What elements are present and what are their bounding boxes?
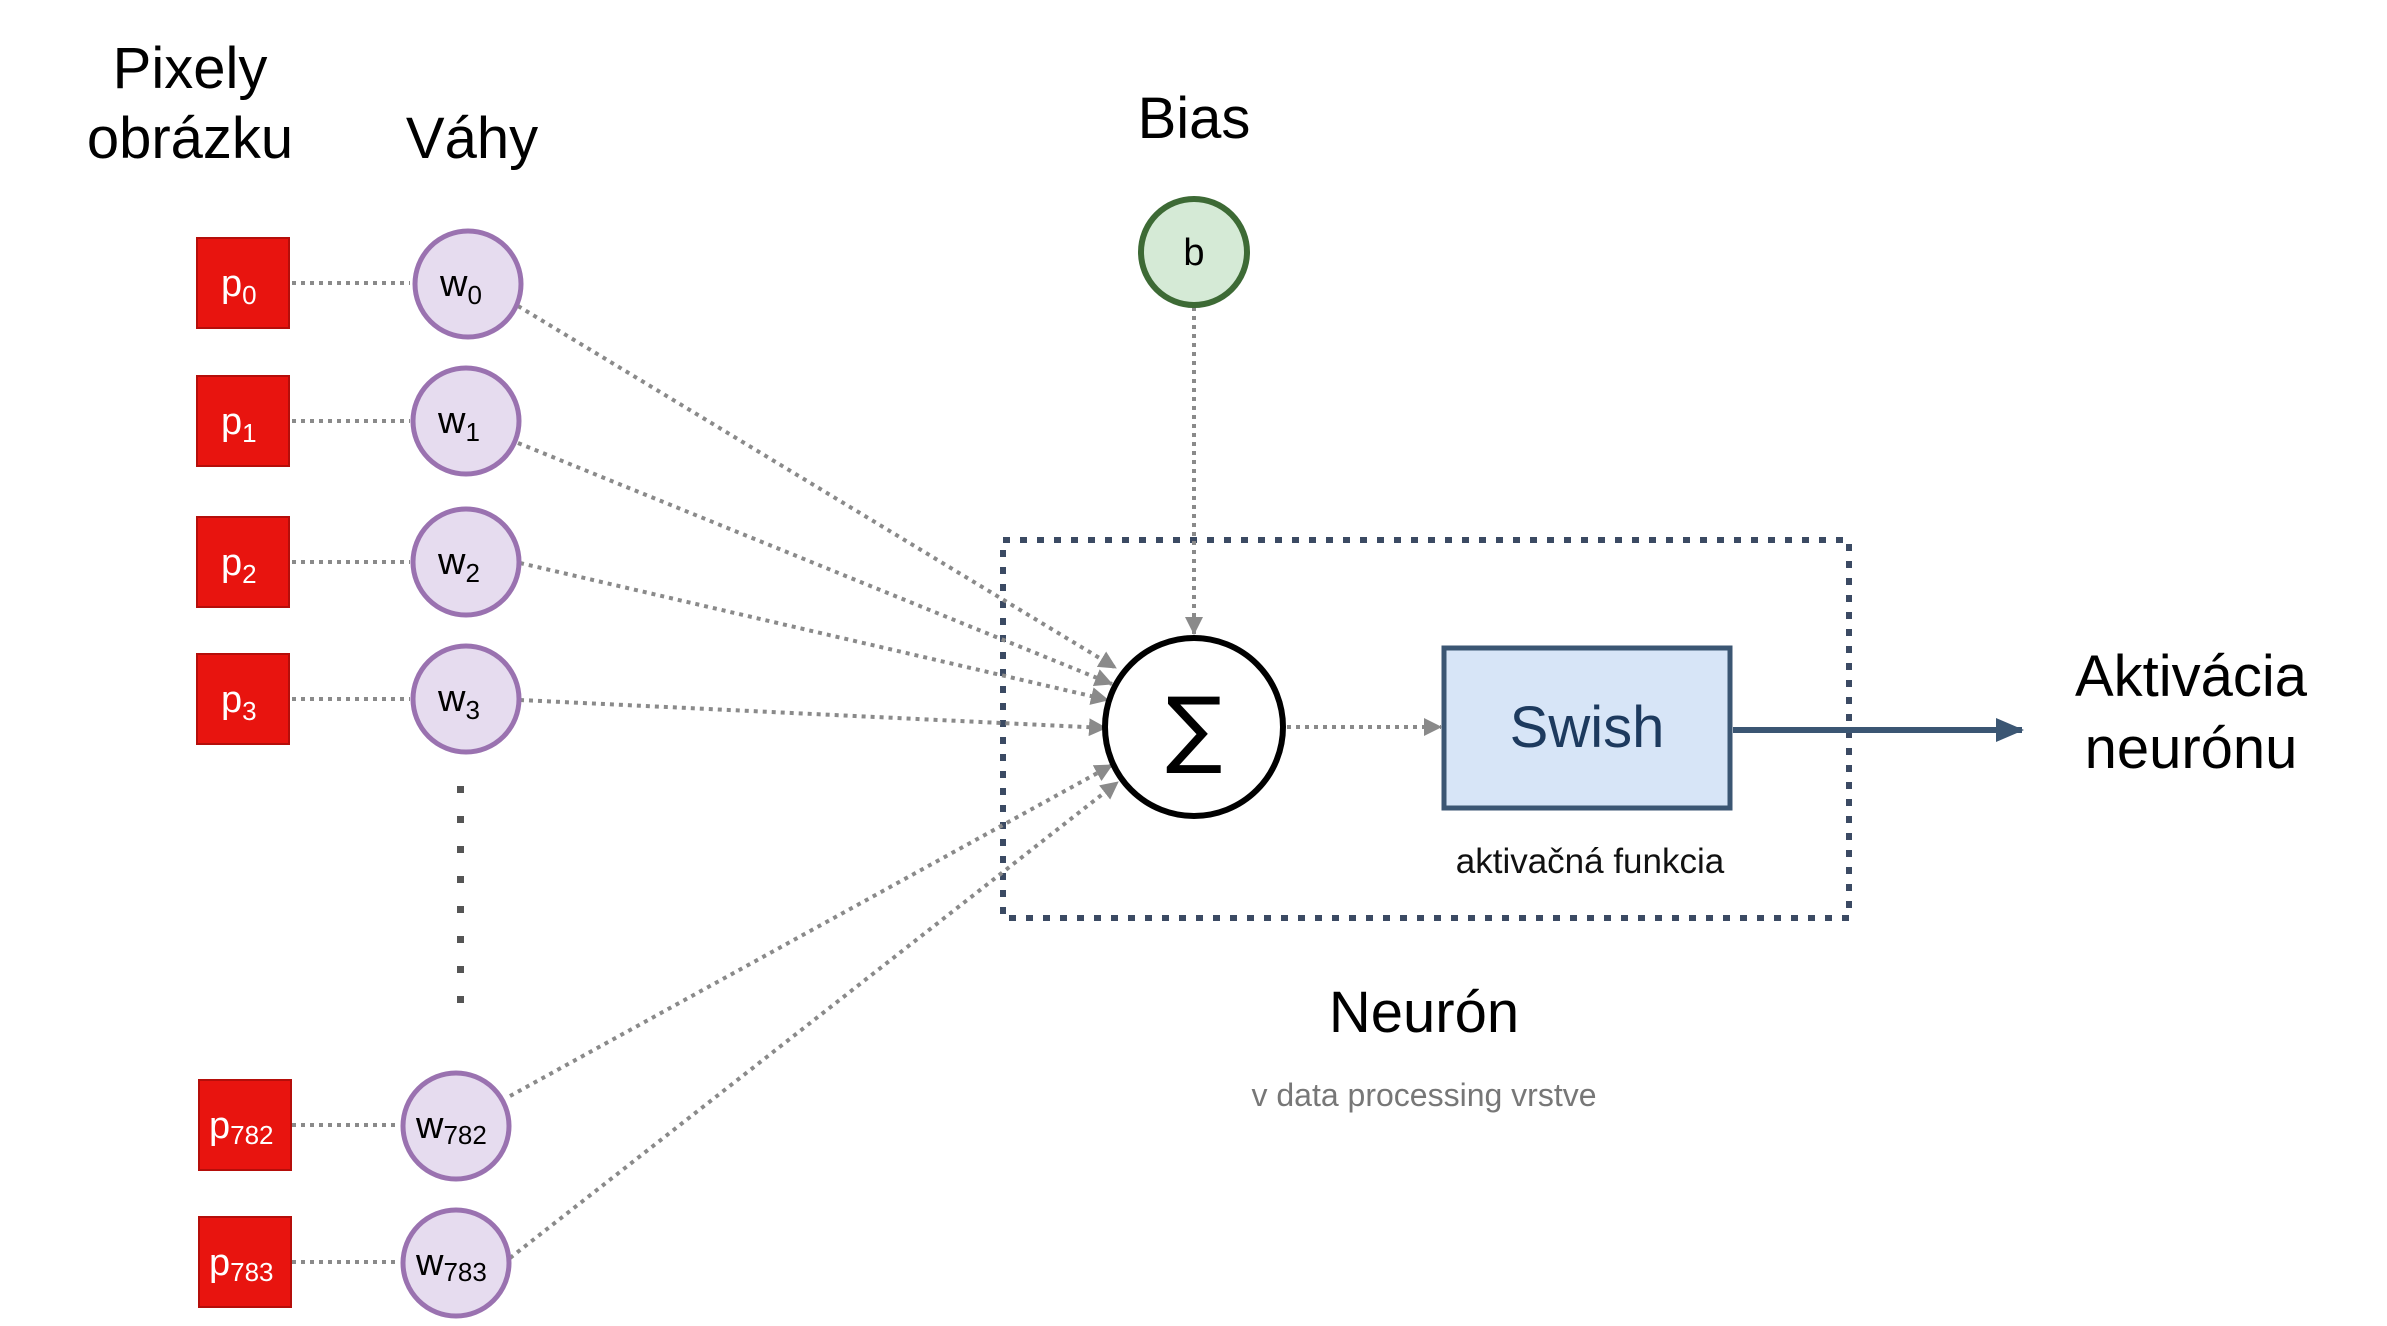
connector-w783 — [508, 780, 1120, 1260]
output-label-line2: neurónu — [2085, 716, 2298, 781]
pixel-label-p782: p — [209, 1105, 230, 1147]
weight-sub-w1: 1 — [465, 417, 479, 447]
weight-label-w2: w — [437, 541, 466, 583]
connector-w782 — [509, 763, 1113, 1098]
svg-text:p783: p783 — [209, 1242, 274, 1287]
pixels-header-line2: obrázku — [87, 106, 293, 171]
connector-w1 — [517, 441, 1113, 686]
connector-w2 — [519, 561, 1109, 705]
activation-function-name: Swish — [1510, 695, 1665, 760]
pixel-box-p3: p3 — [196, 653, 290, 745]
pixel-box-p782: p782 — [198, 1079, 292, 1171]
weight-node-w782: w782 — [400, 1070, 512, 1182]
output-label-line1: Aktivácia — [2075, 644, 2308, 709]
weight-connectors — [508, 304, 1120, 1260]
weight-node-w3: w3 — [410, 643, 522, 755]
pixel-sub-p1: 1 — [242, 418, 256, 448]
activation-function-caption: aktivačná funkcia — [1456, 842, 1725, 881]
weight-sub-w3: 3 — [465, 695, 479, 725]
weight-node-w1: w1 — [410, 365, 522, 477]
pixel-box-p2: p2 — [196, 516, 290, 608]
svg-text:p2: p2 — [221, 542, 257, 589]
pixel-sub-p3: 3 — [242, 696, 256, 726]
pixel-label-p0: p — [221, 263, 242, 305]
pixels-header-line1: Pixely — [113, 36, 268, 101]
activation-function-box: Swish — [1441, 645, 1733, 811]
weight-sub-w2: 2 — [465, 558, 479, 588]
weight-sub-w782: 782 — [443, 1120, 486, 1150]
svg-text:w783: w783 — [415, 1242, 487, 1287]
weight-sub-w0: 0 — [467, 280, 481, 310]
weights-header: Váhy — [406, 106, 538, 171]
weight-label-w1: w — [437, 400, 466, 442]
pixel-box-p1: p1 — [196, 375, 290, 467]
svg-text:p782: p782 — [209, 1105, 274, 1150]
pixel-sub-p0: 0 — [242, 280, 256, 310]
sum-symbol: ∑ — [1166, 679, 1223, 777]
svg-text:w2: w2 — [437, 541, 480, 588]
connector-w3 — [519, 698, 1107, 737]
ellipsis-dots — [457, 786, 464, 1003]
pixel-box-p783: p783 — [198, 1216, 292, 1308]
pixel-sub-p782: 782 — [230, 1120, 273, 1150]
weight-label-w3: w — [437, 678, 466, 720]
weight-label-w0: w — [439, 263, 468, 305]
svg-text:p1: p1 — [221, 401, 257, 448]
bias-node-label: b — [1183, 232, 1204, 274]
weight-label-w783: w — [415, 1242, 444, 1284]
pixel-sub-p2: 2 — [242, 559, 256, 589]
svg-text:w1: w1 — [437, 400, 480, 447]
neuron-subtitle: v data processing vrstve — [1251, 1077, 1596, 1113]
sum-node: ∑ — [1102, 635, 1286, 819]
svg-text:w0: w0 — [439, 263, 482, 310]
weight-node-w2: w2 — [410, 506, 522, 618]
bias-node: b — [1138, 196, 1250, 308]
svg-text:p3: p3 — [221, 679, 257, 726]
pixel-label-p2: p — [221, 542, 242, 584]
neuron-title: Neurón — [1329, 980, 1519, 1045]
pixel-sub-p783: 783 — [230, 1257, 273, 1287]
weight-sub-w783: 783 — [443, 1257, 486, 1287]
svg-text:p0: p0 — [221, 263, 257, 310]
weight-node-w783: w783 — [400, 1207, 512, 1319]
weight-label-w782: w — [415, 1105, 444, 1147]
pixel-connectors — [292, 281, 410, 1264]
connector-w0 — [516, 304, 1118, 670]
pixel-box-p0: p0 — [196, 237, 290, 329]
svg-text:w3: w3 — [437, 678, 480, 725]
bias-header: Bias — [1138, 86, 1251, 151]
pixel-label-p3: p — [221, 679, 242, 721]
pixel-label-p1: p — [221, 401, 242, 443]
pixel-label-p783: p — [209, 1242, 230, 1284]
weight-node-w0: w0 — [412, 228, 524, 340]
svg-text:w782: w782 — [415, 1105, 487, 1150]
